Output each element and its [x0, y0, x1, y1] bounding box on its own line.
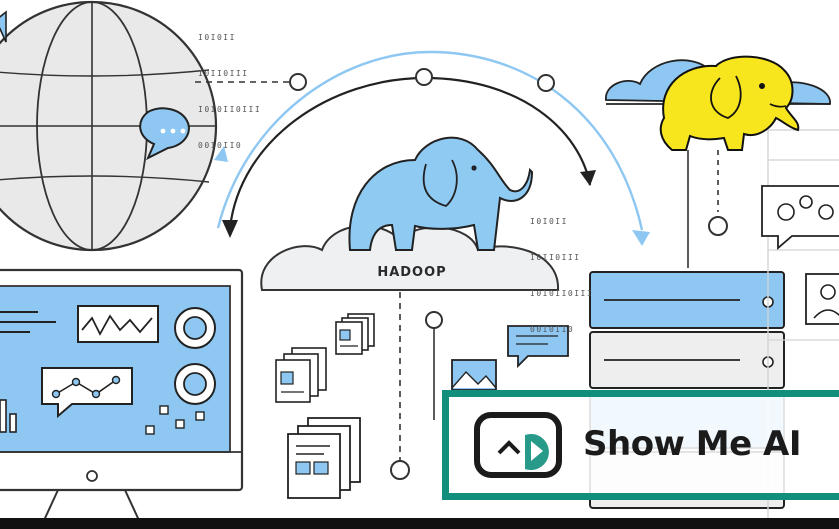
dashboard-monitor	[0, 268, 244, 529]
node-icon	[425, 311, 443, 329]
node-icon	[415, 68, 433, 86]
chat-card-icon	[507, 325, 569, 369]
hadoop-elephant-icon	[348, 136, 534, 251]
document-stack-icon	[275, 347, 327, 403]
binary-line: I0II0III	[530, 253, 581, 262]
node-icon	[708, 216, 728, 236]
binary-line: I0II0III	[198, 69, 249, 78]
arrow-icon	[222, 220, 238, 238]
showmeai-watermark: Show Me AI	[442, 390, 839, 500]
document-stack-icon	[287, 417, 361, 499]
building-outline	[767, 129, 839, 529]
binary-block: I0I0II I0II0III I0I0II0III 00I0II0	[198, 8, 261, 176]
hadoop-logo-elephant-icon	[659, 55, 800, 151]
node-icon	[390, 460, 410, 480]
binary-line: 00I0II0	[530, 325, 575, 334]
bottom-bar	[0, 518, 839, 529]
binary-line: I0I0II0III	[530, 289, 594, 298]
binary-line: I0I0II	[198, 33, 236, 42]
globe-icon	[0, 0, 218, 252]
node-icon	[537, 74, 555, 92]
chat-bubble-icon	[139, 107, 190, 161]
outer-flow-arc	[216, 50, 644, 231]
binary-line: 00I0II0	[198, 141, 243, 150]
play-logo-icon	[474, 412, 562, 478]
hadoop-label: HADOOP	[377, 265, 447, 280]
arrow-icon	[580, 170, 596, 186]
arrow-icon	[214, 146, 228, 162]
gear-card-icon	[761, 185, 839, 250]
node-icon	[289, 73, 307, 91]
brand-text: Show Me AI	[583, 424, 802, 464]
image-card-icon	[451, 359, 497, 391]
user-card-icon	[805, 273, 839, 325]
document-stack-icon	[335, 313, 375, 355]
arrow-icon	[632, 230, 650, 246]
binary-line: I0I0II	[530, 217, 568, 226]
binary-line: I0I0II0III	[198, 105, 262, 114]
partial-bubble-icon	[0, 10, 7, 43]
binary-block: I0I0II I0II0III I0I0II0III 00I0II0	[530, 192, 593, 360]
